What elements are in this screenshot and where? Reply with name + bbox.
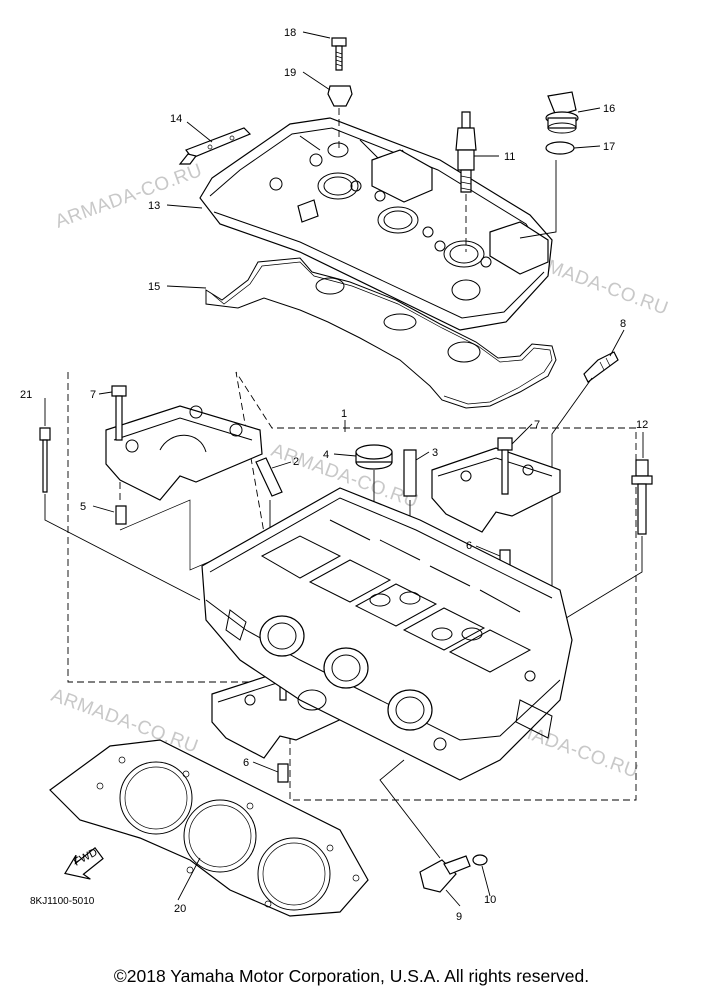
callout-3: 3	[432, 447, 438, 459]
cap-bolt	[497, 437, 513, 495]
valve-cover-gasket	[205, 257, 557, 409]
callout-8: 8	[620, 318, 626, 330]
callout-5: 5	[80, 501, 86, 513]
dowel-pin	[115, 505, 127, 525]
dowel-pin	[277, 763, 289, 783]
valve-cover	[199, 117, 553, 331]
fwd-arrow-icon: FWD	[64, 846, 104, 880]
temperature-sensor	[419, 855, 471, 893]
watermark: ARMADA-CO.RU	[53, 160, 206, 233]
callout-4: 4	[323, 449, 329, 461]
camshaft-cap-left	[105, 405, 263, 501]
cap-bolt	[111, 385, 127, 441]
spark-plug	[455, 111, 477, 193]
bracket	[185, 127, 252, 159]
callout-16: 16	[603, 103, 615, 115]
callout-10: 10	[484, 894, 496, 906]
long-bolt	[39, 427, 51, 493]
callout-7-right: 7	[534, 419, 540, 431]
grommet	[327, 85, 353, 107]
copyright-notice: ©2018 Yamaha Motor Corporation, U.S.A. A…	[113, 966, 590, 986]
callout-12: 12	[636, 419, 648, 431]
callout-15: 15	[148, 281, 160, 293]
cylinder-head-gasket	[49, 739, 369, 917]
callout-18: 18	[284, 27, 296, 39]
camshaft-cap-right	[431, 447, 561, 533]
oil-pipe	[403, 449, 417, 497]
callout-7: 7	[90, 389, 96, 401]
intake-port	[259, 615, 305, 657]
callout-13: 13	[148, 200, 160, 212]
o-ring	[472, 854, 488, 866]
callout-11: 11	[504, 151, 515, 163]
oil-filler-cap	[545, 91, 579, 134]
callout-20: 20	[174, 903, 186, 915]
part-number-labels: 1 2 3 4 5 6 6 7 7 8 9 10 11 12 13 14 15 …	[20, 27, 648, 923]
assembly-boundary	[67, 371, 637, 801]
callout-leaders	[44, 31, 644, 907]
callout-2: 2	[293, 456, 299, 468]
callout-6-lower: 6	[243, 757, 249, 769]
bolt-12	[631, 459, 653, 535]
callout-1: 1	[341, 408, 347, 420]
cylinder-head	[201, 487, 573, 781]
diagram-code: 8KJ1100-5010	[30, 896, 95, 907]
callout-6: 6	[466, 540, 472, 552]
intake-port	[323, 647, 369, 689]
o-ring	[545, 141, 575, 155]
intake-port	[387, 689, 433, 731]
callout-19: 19	[284, 67, 296, 79]
dowel-pipe	[255, 457, 283, 497]
callout-17: 17	[603, 141, 615, 153]
callout-9: 9	[456, 911, 462, 923]
callout-21: 21	[20, 389, 32, 401]
stud-bolt	[583, 351, 619, 383]
callout-14: 14	[170, 113, 182, 125]
cover-bolt	[331, 37, 347, 71]
plug-seal	[355, 444, 393, 470]
